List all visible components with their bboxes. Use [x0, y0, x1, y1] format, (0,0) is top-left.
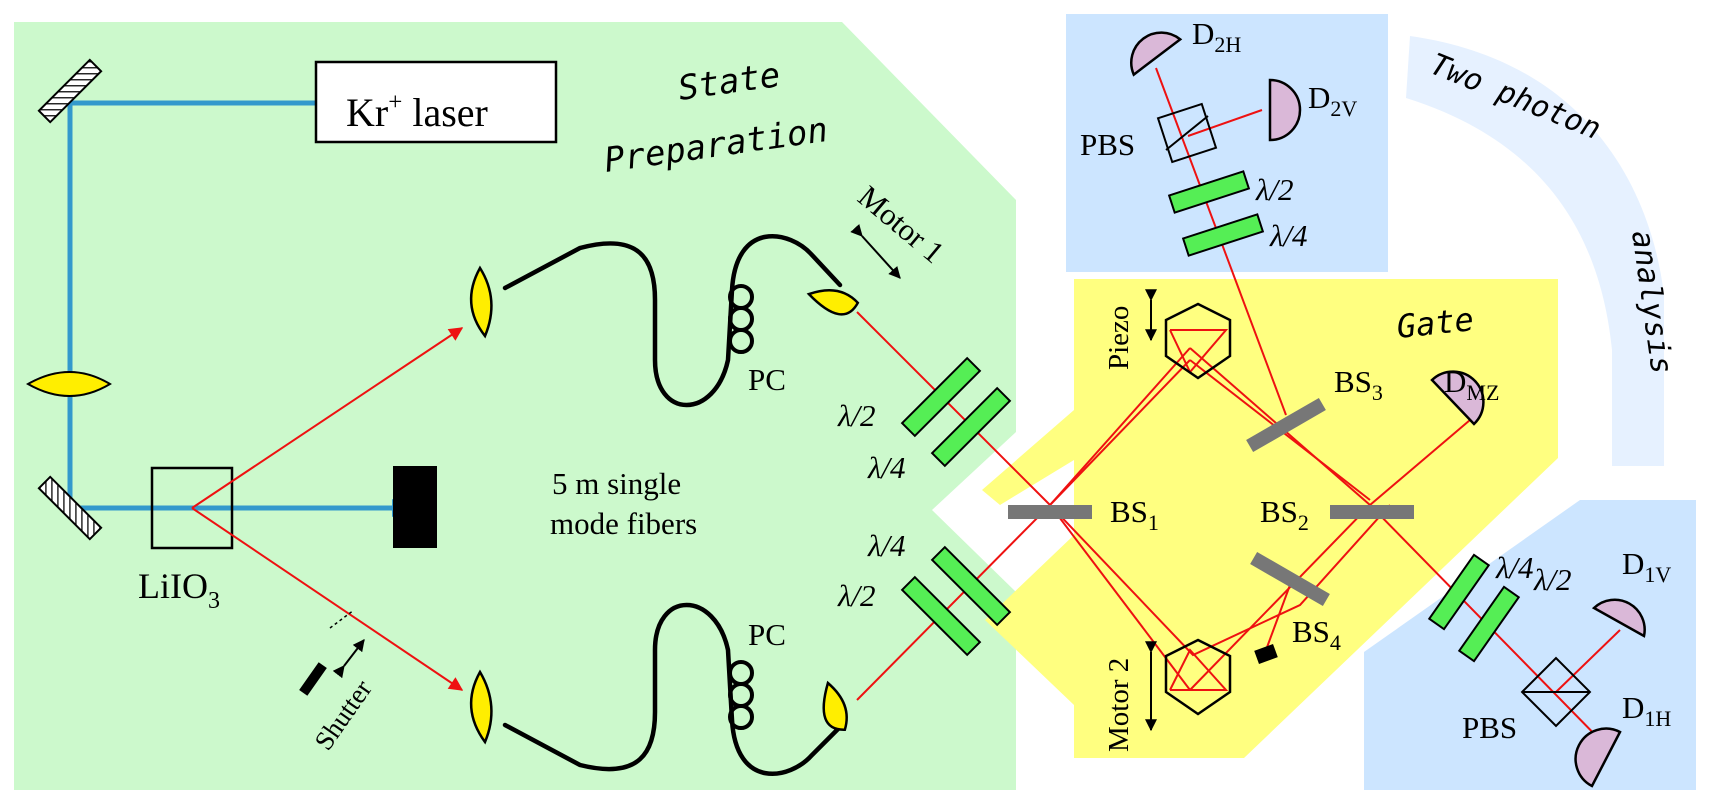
d1h-detector	[1574, 727, 1622, 788]
bs4-plate	[1250, 551, 1330, 607]
d1v-detector	[1591, 598, 1646, 638]
top-half-label: λ/2	[1255, 172, 1294, 207]
pc-bottom-loops	[728, 660, 754, 730]
state-preparation-region	[14, 22, 1016, 790]
fiber-bottom	[502, 602, 843, 776]
pc-bottom-label: PC	[748, 617, 786, 652]
top-quarter-label: λ/4	[1269, 218, 1308, 253]
bs1-plate	[1008, 505, 1092, 519]
gate-label: Gate	[1395, 300, 1476, 346]
bottom-pbs-cube	[1520, 656, 1592, 728]
top-analysis-half-plate	[1167, 170, 1251, 214]
fibers-label-line1: 5 m single	[552, 466, 681, 501]
bs3-label: BS3	[1334, 364, 1383, 405]
fiber-coupler-top-right	[806, 288, 860, 316]
piezo-label: Piezo	[1103, 306, 1135, 370]
d2v-detector	[1268, 78, 1302, 142]
fiber-coupler-bottom-left	[469, 669, 493, 745]
fiber-coupler-bottom-right	[822, 680, 848, 731]
pc-top-label: PC	[748, 362, 786, 397]
bs4-beam-dump	[1254, 644, 1278, 664]
shutter-open-indicator	[329, 609, 355, 629]
d1v-label: D1V	[1622, 546, 1671, 587]
wp-upper-quarter-label: λ/4	[867, 450, 906, 485]
bs4-label: BS4	[1292, 614, 1341, 655]
waveplate-upper-half	[900, 356, 982, 438]
bs1-label: BS1	[1110, 494, 1159, 535]
pc-top-loops	[728, 284, 754, 354]
bs2-plate	[1330, 505, 1414, 519]
top-pbs-cube	[1156, 102, 1218, 164]
gate-region	[982, 279, 1558, 758]
dmz-label: DMZ	[1444, 364, 1499, 405]
bottom-pbs-label: PBS	[1462, 710, 1517, 745]
waveplate-upper-quarter	[930, 386, 1012, 468]
waveplate-lower-quarter	[930, 545, 1012, 627]
two-photon-analysis-arc	[1406, 36, 1664, 466]
pump-mirror-top	[37, 58, 103, 124]
d2v-label: D2V	[1308, 80, 1357, 121]
kr-laser-box	[314, 60, 558, 144]
bottom-quarter-label: λ/4	[1495, 550, 1534, 585]
wp-lower-quarter-label: λ/4	[867, 528, 906, 563]
pump-lens	[25, 371, 112, 397]
wp-lower-half-label: λ/2	[837, 578, 876, 613]
liio3-crystal	[150, 466, 234, 550]
shutter-blade	[299, 662, 327, 696]
wp-upper-half-label: λ/2	[837, 398, 876, 433]
d2h-detector	[1130, 31, 1183, 77]
bottom-analysis-half-plate	[1457, 585, 1521, 663]
motor2-label: Motor 2	[1103, 658, 1135, 752]
piezo-reflector	[1164, 302, 1232, 380]
bs3-plate	[1246, 397, 1326, 453]
fiber-coupler-top-left	[469, 265, 493, 339]
d2h-label: D2H	[1192, 16, 1241, 57]
motor2-reflector	[1164, 638, 1232, 716]
beam-dump	[393, 466, 437, 548]
d1h-label: D1H	[1622, 690, 1671, 731]
top-analysis-quarter-plate	[1181, 213, 1265, 257]
bottom-analysis-quarter-plate	[1427, 553, 1491, 631]
top-pbs-label: PBS	[1080, 127, 1135, 162]
waveplate-lower-half	[900, 575, 982, 657]
d-mz-detector	[1430, 370, 1485, 426]
pump-mirror-bottom	[37, 475, 103, 541]
fiber-top	[502, 234, 843, 408]
shutter-arrow	[332, 639, 365, 679]
bs2-label: BS2	[1260, 494, 1309, 535]
bottom-half-label: λ/2	[1533, 562, 1572, 597]
motor1-arrow	[850, 223, 901, 279]
crystal-label: LiIO3	[138, 566, 220, 614]
fibers-label-line2: mode fibers	[550, 506, 697, 541]
kr-laser-label: Kr+ laser	[346, 89, 488, 135]
bottom-analysis-region	[1364, 500, 1696, 790]
